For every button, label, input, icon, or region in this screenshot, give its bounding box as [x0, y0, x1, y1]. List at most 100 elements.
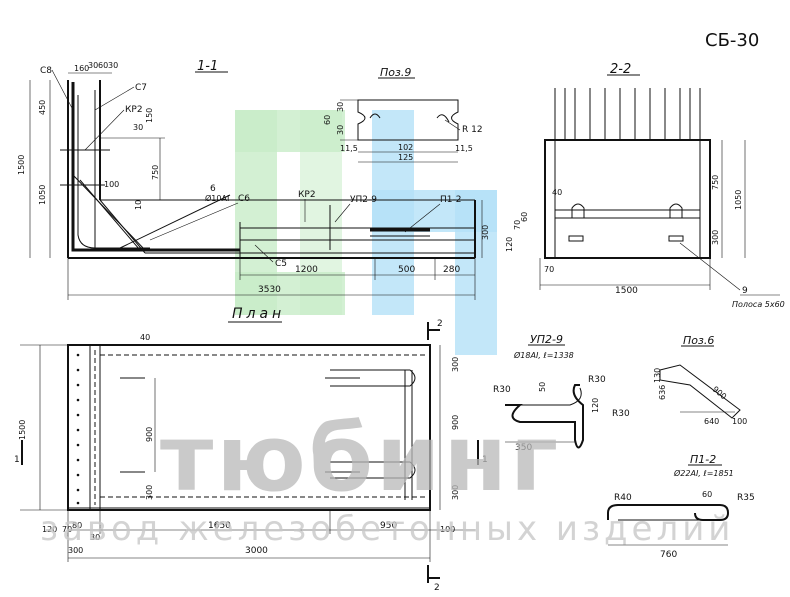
poz9-dim-11b: 11,5	[455, 144, 473, 153]
section-2-2-dim-750: 750	[711, 175, 720, 190]
dim-450: 450	[38, 100, 47, 115]
section-1-1: 1-1 С8 С7 КР2 6 Ø10АI С6 КР	[17, 59, 490, 300]
plan-cut-left: 1	[14, 455, 20, 465]
upr-r30a: R30	[493, 385, 511, 395]
upr-r30c: R30	[612, 409, 630, 419]
plan-cut-top: 2	[437, 319, 443, 329]
poz9-detail: Поз.9 60 30 30 11,5 102 11,5 125 R 12	[323, 66, 483, 163]
plan-cut-right: 1	[482, 455, 488, 465]
poz6-dim-130: 130	[653, 368, 662, 383]
poz6-detail: Поз.6 130 636 900 640 100	[653, 334, 747, 426]
plan-view: План 1500 40 900 300 300 900	[14, 306, 488, 593]
label-bar6-spec: Ø10АI	[205, 193, 229, 203]
label-c7: С7	[135, 83, 147, 93]
dim-30b: 30	[108, 61, 118, 70]
watermark-logo	[235, 110, 497, 355]
plan-dim-r900: 900	[451, 415, 460, 430]
upr-spec: Ø18АI, ℓ=1338	[513, 350, 574, 360]
watermark-tagline: завод железобетонных изделий	[40, 509, 734, 549]
poz9-dim-11a: 11,5	[340, 144, 358, 153]
upr-detail: УП2-9 Ø18АI, ℓ=1338 R30 50 R30 120 R30 3…	[493, 333, 630, 453]
section-2-2-title: 2-2	[610, 62, 631, 77]
poz6-dim-100: 100	[732, 417, 747, 426]
plan-dim-r300a: 300	[451, 357, 460, 372]
poz6-dim-640: 640	[704, 417, 719, 426]
watermark-brand: тюбинг	[160, 405, 561, 512]
section-2-2: 2-2 1500 750 1050	[505, 62, 785, 309]
p1-r40: R40	[614, 493, 632, 503]
section-2-2-dim-300: 300	[711, 230, 720, 245]
section-2-2-dim-120: 120	[505, 237, 514, 252]
upr-dim-350: 350	[515, 443, 532, 453]
plan-dim-b80: 80	[72, 521, 82, 530]
section-1-1-title: 1-1	[197, 59, 218, 74]
poz6-dim-636: 636	[658, 385, 667, 400]
poz6-title: Поз.6	[683, 334, 714, 347]
poz9-radius: R 12	[462, 125, 483, 135]
dim-150: 150	[145, 108, 154, 123]
plan-dim-40: 40	[140, 333, 150, 342]
p1-dim-60: 60	[702, 490, 712, 499]
plan-title: План	[232, 306, 285, 322]
section-2-2-dim-1500: 1500	[615, 286, 638, 296]
plan-dim-b70: 70	[62, 525, 72, 534]
dim-1200: 1200	[295, 265, 318, 275]
label-kr2-top: КР2	[125, 105, 143, 115]
upr-dim-50: 50	[538, 382, 547, 392]
poz9-dim-125: 125	[398, 153, 413, 162]
dim-750: 750	[151, 165, 160, 180]
section-2-2-note-num: 9	[742, 286, 748, 296]
dim-1050: 1050	[38, 185, 47, 205]
dim-300: 300	[481, 225, 490, 240]
upr-title: УП2-9	[530, 333, 563, 346]
dim-10: 10	[134, 200, 143, 210]
label-upr: УП2-9	[350, 195, 377, 205]
dim-3530: 3530	[258, 285, 281, 295]
p1-title: П1-2	[690, 453, 716, 466]
p1-detail: П1-2 Ø22АI, ℓ=1851 R40 60 R35 760	[607, 453, 755, 560]
section-2-2-dim-70b: 70	[544, 265, 554, 274]
upr-r30b: R30	[588, 375, 606, 385]
label-c6: С6	[238, 194, 250, 204]
sheet-code: СБ-30	[705, 30, 759, 51]
plan-dim-b300: 300	[68, 546, 83, 555]
p1-spec: Ø22АI, ℓ=1851	[673, 468, 734, 478]
section-2-2-dim-40: 40	[552, 188, 562, 197]
dim-60: 60	[98, 61, 108, 70]
p1-dim-760: 760	[660, 550, 677, 560]
label-p1: П1-2	[440, 195, 461, 205]
plan-dots	[76, 353, 80, 505]
label-kr2-mid: КР2	[298, 190, 316, 200]
dim-30a: 30	[88, 61, 98, 70]
plan-cut-bottom: 2	[434, 583, 440, 593]
poz9-dim-102: 102	[398, 143, 413, 152]
plan-dim-b100: 100	[440, 525, 455, 534]
section-2-2-dim-1050: 1050	[734, 190, 743, 210]
plan-dim-1500: 1500	[18, 420, 27, 440]
label-bar6: 6	[210, 184, 216, 194]
section-2-2-dim-70a: 70	[513, 220, 522, 230]
plan-dim-300: 300	[145, 485, 154, 500]
p1-r35: R35	[737, 493, 755, 503]
poz9-title: Поз.9	[380, 66, 411, 79]
poz9-dim-30b: 30	[336, 125, 345, 135]
plan-dim-b120: 120	[42, 525, 57, 534]
plan-dim-b3000: 3000	[245, 546, 268, 556]
section-2-2-note-text: Полоса 5х60	[732, 300, 785, 309]
section-2-2-dim-60: 60	[520, 212, 529, 222]
section-2-2-rebar-tops	[554, 88, 701, 140]
label-c8: С8	[40, 66, 52, 76]
upr-dim-120: 120	[591, 398, 600, 413]
plan-dim-r300b: 300	[451, 485, 460, 500]
poz9-dim-30a: 30	[336, 102, 345, 112]
dim-100: 100	[104, 180, 119, 189]
dim-30c: 30	[133, 123, 143, 132]
plan-dim-b30: 30	[90, 533, 100, 542]
plan-dim-b950: 950	[380, 521, 397, 531]
dim-1500: 1500	[17, 155, 26, 175]
dim-160: 160	[74, 64, 89, 73]
label-c5: С5	[275, 259, 287, 269]
plan-dim-900: 900	[145, 427, 154, 442]
